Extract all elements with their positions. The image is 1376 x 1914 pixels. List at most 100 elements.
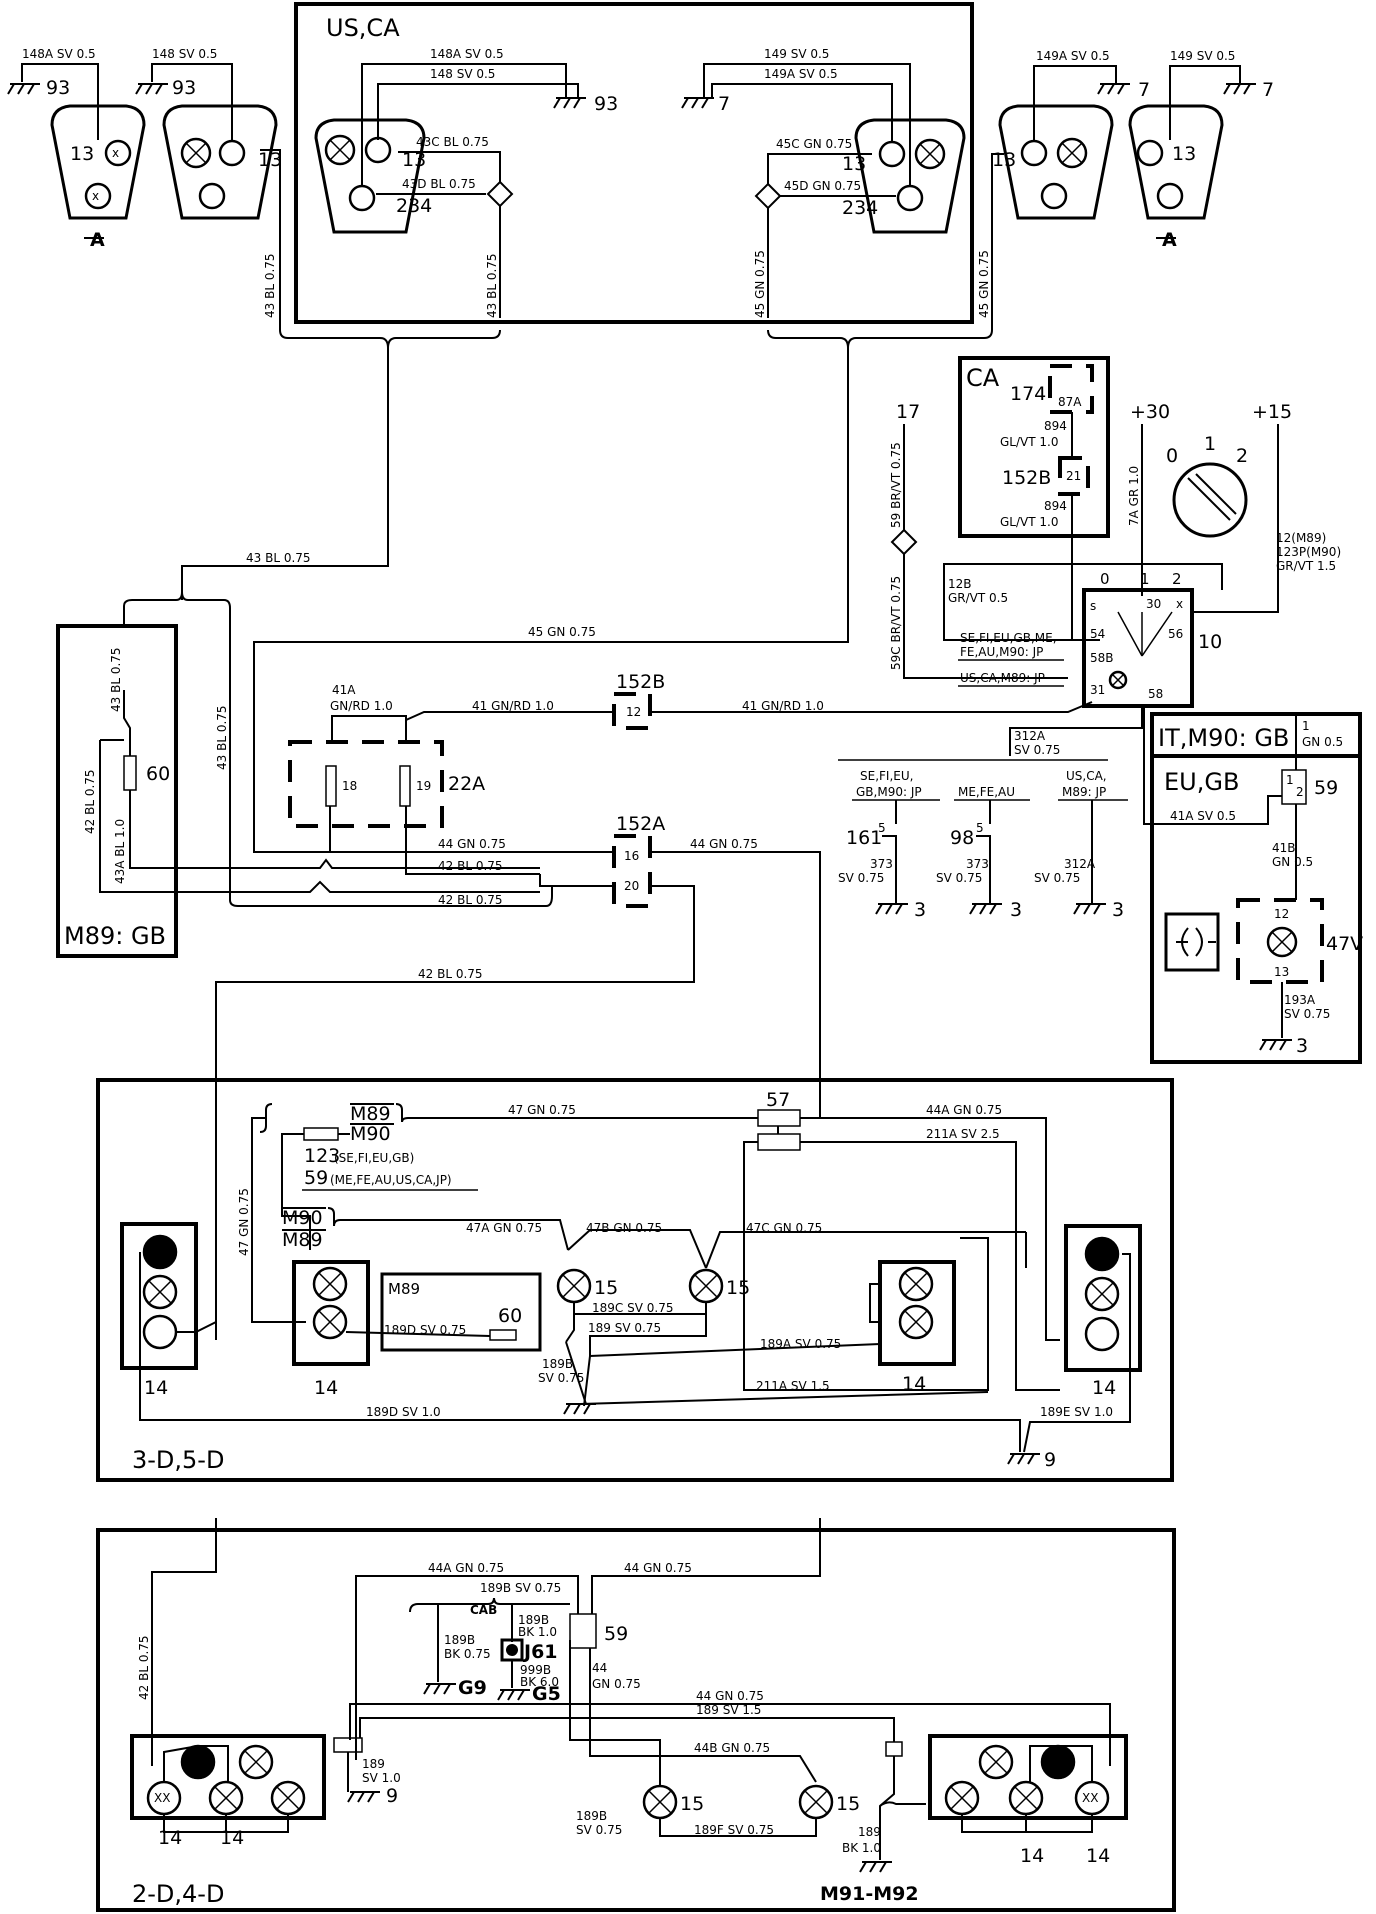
region-label-eu-gb: EU,GB: [1164, 768, 1239, 796]
svg-text:x: x: [112, 146, 119, 160]
region-box-ca: [958, 356, 1110, 538]
label-59: 59: [1314, 777, 1338, 799]
side-lamp-right-b: [998, 104, 1114, 220]
variant-m90-b: M90: [282, 1207, 323, 1229]
terminal-5-a: 5: [878, 821, 886, 835]
wire-211a: 211A SV 2.5: [926, 1127, 1000, 1141]
wire-123p-m90: 123P(M90): [1276, 545, 1341, 559]
switch-pos-1: 1: [1140, 570, 1150, 588]
wire-149a-mid: 149A SV 0.5: [764, 67, 838, 81]
ground-9-a: 9: [1044, 1449, 1056, 1471]
key-pos-2: 2: [1236, 445, 1248, 467]
pin-2: 2: [1296, 785, 1304, 799]
rear-fog-lamp-icon: [1164, 912, 1220, 972]
label-14-b: 14: [314, 1377, 338, 1399]
connector-123: [303, 1127, 339, 1141]
label-14-d: 14: [1092, 1377, 1116, 1399]
wire-189-r-color: BK 1.0: [842, 1841, 881, 1855]
wire-grvt-15: GR/VT 1.5: [1276, 559, 1336, 573]
terminal-30: 30: [1146, 597, 1161, 611]
wire-211a-b: 211A SV 1.5: [756, 1379, 830, 1393]
m89-wire-43a: 43A BL 1.0: [113, 819, 127, 884]
label-15-b: 15: [726, 1277, 750, 1299]
wire-59: 59 BR/VT 0.75: [889, 442, 903, 528]
wire-189f: 189F SV 0.75: [694, 1823, 774, 1837]
wire-12-m89: 12(M89): [1276, 531, 1326, 545]
label-13-f: 13: [1172, 143, 1196, 165]
wire-189a: 189A SV 0.75: [760, 1337, 841, 1351]
label-161: 161: [846, 827, 882, 849]
label-123: 123: [304, 1145, 340, 1167]
wire-12b: 12B: [948, 577, 972, 591]
side-lamp-usca-left: [314, 118, 426, 234]
market-label-1a: SE,FI,EU,GB,ME,: [960, 631, 1057, 645]
wire-189b-l: 189B: [576, 1809, 607, 1823]
svg-text:x: x: [92, 189, 99, 203]
region-label-2d-4d: 2-D,4-D: [132, 1880, 224, 1908]
market-sefi-1: SE,FI,EU,: [860, 769, 913, 783]
rear-lamp-cluster-left-3d: [120, 1222, 198, 1370]
ground-93-c: 93: [594, 93, 618, 115]
wire-189b: 189B: [542, 1357, 573, 1371]
terminal-58b: 58B: [1090, 651, 1114, 665]
ignition-key-icon: [1172, 462, 1248, 538]
relay-21: [1058, 456, 1090, 496]
switch-pos-0: 0: [1100, 570, 1110, 588]
rear-lamp-cluster-right-2d: [928, 1734, 1128, 1820]
label-47v: 47V: [1326, 933, 1363, 955]
connector-189-b2: [333, 1737, 363, 1753]
eu-wire-41b: 41B: [1272, 841, 1296, 855]
wire-42-b2: 42 BL 0.75: [137, 1635, 151, 1700]
wire-189b-1: 189B: [444, 1633, 475, 1647]
rear-lamp-cluster-right-3d: [1064, 1224, 1142, 1372]
ground-icon: [1223, 83, 1256, 95]
wire-148-left: 148 SV 0.5: [152, 47, 217, 61]
wire-312a: 312A: [1014, 729, 1046, 743]
wire-312a-b: 312A: [1064, 857, 1096, 871]
ground-icon: [135, 83, 168, 95]
wire-373-b: 373: [966, 857, 989, 871]
fuse-60: [123, 755, 137, 791]
wire-189b-2: 189B: [518, 1613, 549, 1627]
label-60: 60: [146, 763, 170, 785]
pin-20: 20: [624, 879, 639, 893]
pin-1: 1: [1286, 773, 1294, 787]
wire-894-b2: GL/VT 1.0: [1000, 515, 1058, 529]
ground-3-b: 3: [1010, 899, 1022, 921]
wire-7a: 7A GR 1.0: [1127, 466, 1141, 526]
ground-icon: [563, 1403, 596, 1415]
wire-312a-color: SV 0.75: [1014, 743, 1060, 757]
wire-45-a: 45 GN 0.75: [753, 250, 767, 318]
eu-wire-193a-color: SV 0.75: [1284, 1007, 1330, 1021]
pin-12-lamp: 12: [1274, 907, 1289, 921]
label-152b-ca: 152B: [1002, 467, 1051, 489]
wire-44-a: 44 GN 0.75: [438, 837, 506, 851]
wire-47c: 47C GN 0.75: [746, 1221, 822, 1235]
m89-wire-43v: 43 BL 0.75: [215, 705, 229, 770]
wire-148a-mid: 148A SV 0.5: [430, 47, 504, 61]
variant-m89-c: M89: [388, 1280, 420, 1298]
ground-3-a: 3: [914, 899, 926, 921]
eu-wire-193a: 193A: [1284, 993, 1316, 1007]
light-switch-10: [1082, 588, 1194, 708]
wire-189b-l-color: SV 0.75: [576, 1823, 622, 1837]
m89-wire-43: 43 BL 0.75: [109, 647, 123, 712]
wire-189-h: 189 SV 1.5: [696, 1703, 761, 1717]
ground-g9: G9: [458, 1677, 487, 1699]
side-lamp-usca-right: [854, 118, 966, 234]
side-lamp-right-a: [1128, 104, 1224, 220]
lamp-icon: [142, 1234, 178, 1270]
fuse-60-b3: [489, 1329, 517, 1341]
wire-12b-color: GR/VT 0.5: [948, 591, 1008, 605]
wire-148-mid: 148 SV 0.5: [430, 67, 495, 81]
ground-9-b: 9: [386, 1785, 398, 1807]
region-label-ca: CA: [966, 364, 1000, 392]
ground-g5: G5: [532, 1683, 561, 1705]
wire-149-right: 149 SV 0.5: [1170, 49, 1235, 63]
wire-894-b: 894: [1044, 499, 1067, 513]
wire-149a-right: 149A SV 0.5: [1036, 49, 1110, 63]
ground-7-b: 7: [1138, 79, 1150, 101]
label-15-a: 15: [594, 1277, 618, 1299]
eu-wire-1-color: GN 0.5: [1302, 735, 1343, 749]
rear-lamp-cluster-inner-left-3d: [292, 1260, 370, 1366]
